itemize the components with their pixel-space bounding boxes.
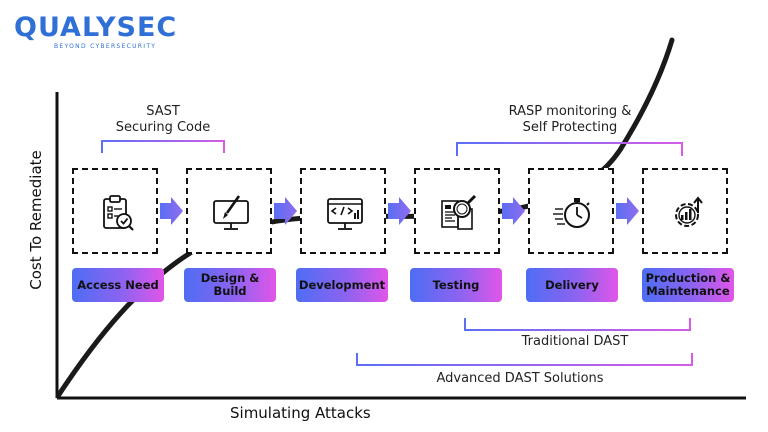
stage-label: Development	[296, 268, 388, 302]
stage-box-design-build	[186, 168, 272, 254]
stage-label: Production & Maintenance	[642, 268, 734, 302]
sast-title: SAST	[146, 104, 180, 119]
stage-box-testing	[414, 168, 500, 254]
x-axis-label: Simulating Attacks	[230, 404, 371, 422]
flow-arrow	[502, 197, 525, 225]
advanced-dast-bracket	[356, 353, 693, 366]
stage-label: Access Need	[72, 268, 164, 302]
stage-label: Delivery	[526, 268, 618, 302]
flow-arrow	[388, 197, 411, 225]
sast-annotation: SAST Securing Code	[103, 104, 223, 136]
code-monitor-icon	[327, 198, 363, 230]
gear-growth-chart-icon	[675, 196, 703, 227]
rasp-subtitle: Self Protecting	[522, 120, 618, 135]
stage-label: Testing	[410, 268, 502, 302]
stage-label: Design & Build	[184, 268, 276, 302]
traditional-dast-label: Traditional DAST	[521, 334, 629, 349]
advanced-dast-label: Advanced DAST Solutions	[436, 371, 604, 386]
logo-tagline: BEYOND CYBERSECURITY	[54, 43, 157, 50]
flow-arrow	[274, 197, 297, 225]
sast-subtitle: Securing Code	[115, 120, 211, 135]
monitor-paintbrush-icon	[213, 195, 249, 230]
traditional-dast-bracket	[464, 318, 691, 331]
rasp-bracket	[456, 142, 683, 156]
rasp-title: RASP monitoring &	[508, 104, 632, 119]
stage-box-delivery	[528, 168, 614, 254]
brand-logo: QUALYSEC BEYOND CYBERSECURITY	[14, 12, 178, 52]
magnifier-documents-icon	[441, 194, 477, 230]
sast-bracket	[101, 140, 225, 153]
stage-box-production-maintenance	[642, 168, 728, 254]
y-axis-label: Cost To Remediate	[27, 150, 45, 290]
clipboard-check-icon	[103, 195, 134, 231]
stage-box-access-need	[72, 168, 158, 254]
flow-arrow	[160, 197, 183, 225]
stopwatch-icon	[553, 198, 590, 228]
rasp-annotation: RASP monitoring & Self Protecting	[490, 104, 650, 136]
stage-box-development	[300, 168, 386, 254]
flow-arrow	[616, 197, 639, 225]
logo-wordmark: QUALYSEC	[14, 12, 178, 43]
